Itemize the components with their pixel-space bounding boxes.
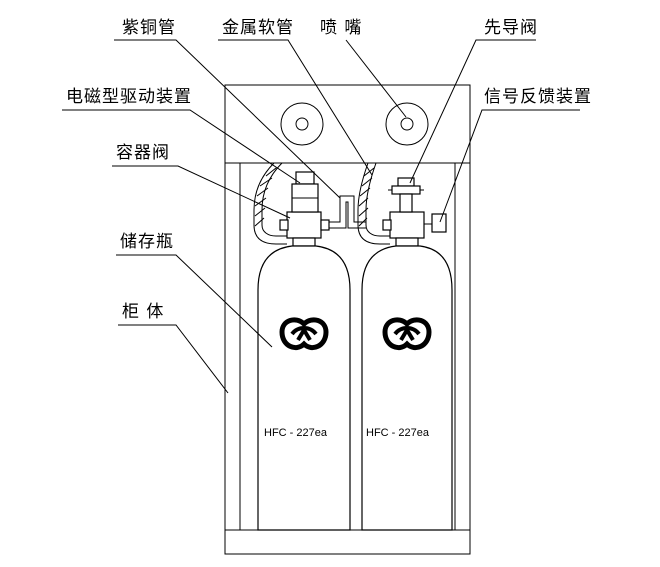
label-container-valve: 容器阀: [116, 143, 170, 163]
pilot-valve: [388, 177, 424, 213]
label-nozzle: 喷 嘴: [320, 18, 362, 38]
metal-hose-left: [253, 162, 287, 245]
label-storage-cylinder: 储存瓶: [120, 232, 174, 252]
nozzle-right: [385, 102, 429, 146]
label-pilot-valve: 先导阀: [484, 18, 538, 38]
copper-pipe: [329, 195, 366, 229]
label-purple-copper-pipe: 紫铜管: [122, 18, 176, 38]
storage-cylinder-left: [257, 245, 351, 531]
leader-lines: [62, 39, 580, 394]
storage-cylinder-right: [361, 245, 453, 531]
cylinder-right-agent-label: HFC - 227ea: [366, 427, 430, 439]
label-cabinet: 柜 体: [122, 302, 164, 322]
cylinder-left-agent-label: HFC - 227ea: [264, 427, 328, 439]
signal-feedback-device: [431, 213, 447, 233]
container-valve-left: [279, 211, 330, 247]
label-solenoid-driver: 电磁型驱动装置: [66, 87, 192, 107]
metal-hose-right: [357, 162, 390, 245]
brand-logo-left: [279, 317, 329, 350]
solenoid-driver: [291, 171, 319, 213]
label-feedback-device: 信号反馈装置: [484, 87, 592, 107]
container-valve-right: [382, 211, 434, 247]
label-metal-hose: 金属软管: [222, 18, 294, 38]
nozzle-left: [280, 102, 324, 146]
brand-logo-right: [382, 317, 432, 350]
